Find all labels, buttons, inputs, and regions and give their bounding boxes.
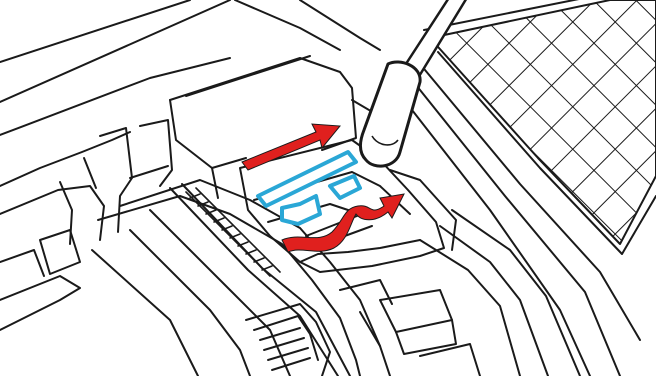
wiper-blade-icon (258, 152, 372, 248)
back-panel (0, 0, 380, 135)
right-frame (340, 210, 580, 376)
upper-housing (170, 56, 392, 198)
